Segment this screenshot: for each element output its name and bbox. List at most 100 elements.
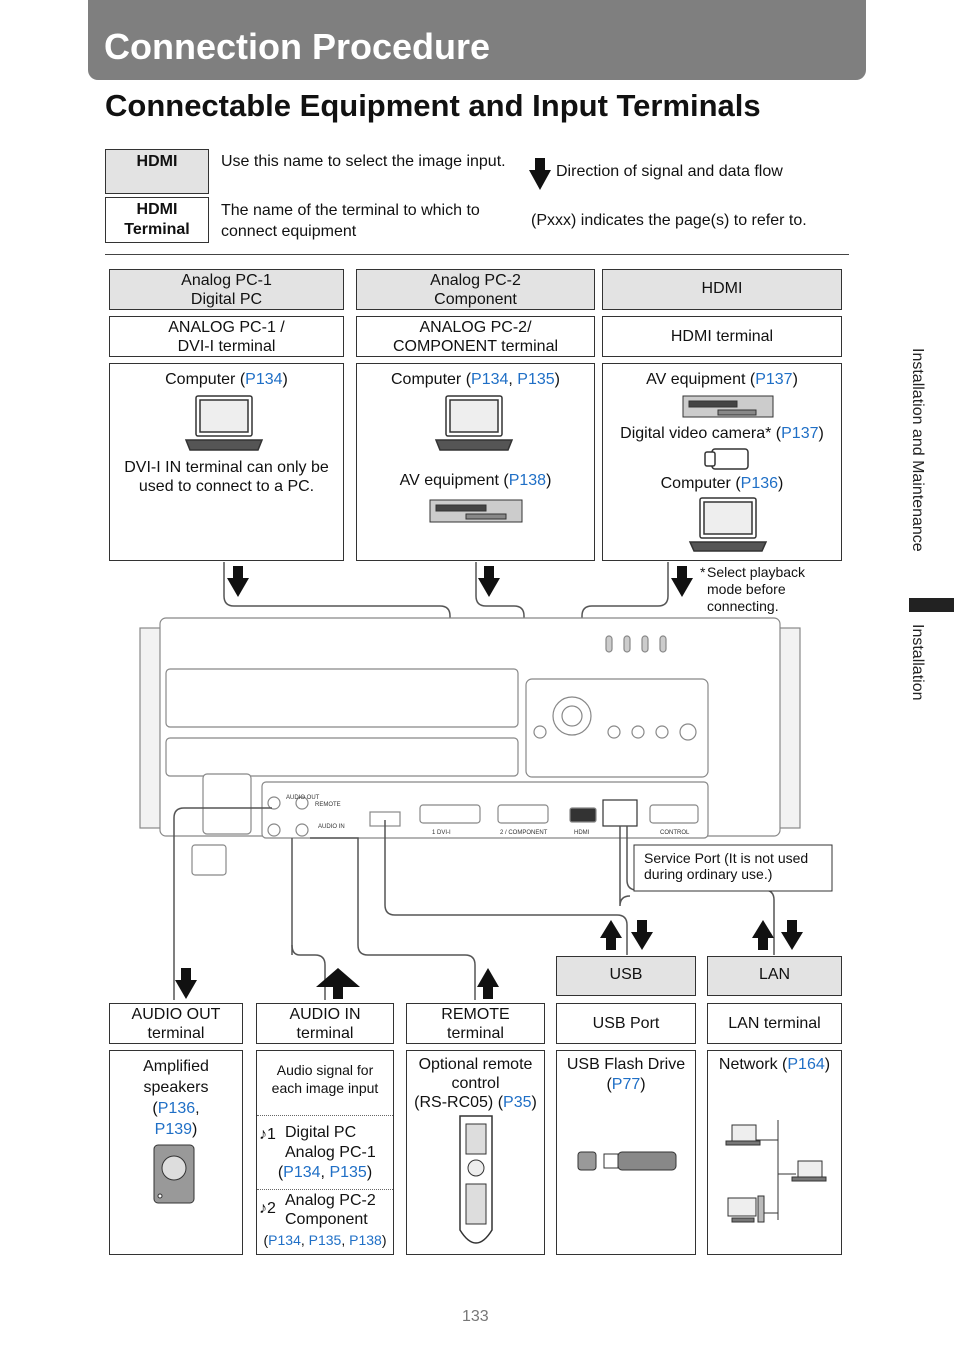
remote-control-icon <box>459 1115 493 1244</box>
device-label-computer: Computer (P134, P135) <box>391 371 560 388</box>
legend-page-ref-desc: (Pxxx) indicates the page(s) to refer to… <box>531 212 807 229</box>
page-link[interactable]: P136 <box>157 1100 196 1117</box>
device-label-usb: USB Flash Drive(P77) <box>566 1056 686 1093</box>
input-name-usb: USB <box>556 956 696 996</box>
legend-arrow-desc: Direction of signal and data flow <box>556 163 783 180</box>
device-label-speakers: Amplified speakers(P136, P139) <box>143 1058 209 1138</box>
device-label-computer: Computer (P134) <box>165 371 288 388</box>
port-label-audio-in: AUDIO IN <box>318 824 345 830</box>
device-label-av: AV equipment (P137) <box>646 371 798 388</box>
up-arrow-icon <box>600 920 622 950</box>
page-link[interactable]: P138 <box>349 1232 382 1248</box>
divider <box>105 254 849 255</box>
device-box-analog-pc2: Computer (P134, P135) AV equipment (P138… <box>356 363 595 561</box>
asterisk: * <box>700 564 706 580</box>
terminal-analog-pc2: ANALOG PC-2/ COMPONENT terminal <box>356 316 595 357</box>
terminal-usb: USB Port <box>556 1003 696 1044</box>
side-tab-section[interactable]: Installation <box>909 624 926 701</box>
device-box-usb: USB Flash Drive(P77) <box>556 1050 696 1255</box>
page-link[interactable]: P135 <box>329 1164 367 1181</box>
up-arrow-icon <box>752 920 774 950</box>
projector-rear-panel <box>139 617 801 876</box>
up-arrow-icon <box>316 968 360 999</box>
page-number: 133 <box>462 1308 489 1325</box>
device-box-hdmi: AV equipment (P137) Digital video camera… <box>602 363 842 561</box>
usb-flash-drive-icon <box>577 1151 677 1171</box>
input-name-lan: LAN <box>707 956 842 996</box>
device-box-audio-in: Audio signal for each image input ♪1 Dig… <box>256 1050 394 1255</box>
device-box-audio-out: Amplified speakers(P136, P139) <box>109 1050 243 1255</box>
legend-name-box: HDMI <box>105 149 209 194</box>
page-link[interactable]: P138 <box>508 472 547 489</box>
page-link[interactable]: P164 <box>787 1056 825 1073</box>
up-arrow-icon <box>477 968 499 999</box>
audio-2-inputs: Analog PC-2 Component <box>285 1192 376 1228</box>
speaker-icon <box>153 1144 195 1204</box>
device-box-remote: Optional remote control (RS-RC05) (P35) <box>406 1050 545 1255</box>
input-name-analog-pc2: Analog PC-2 Component <box>356 269 595 310</box>
service-port-box <box>633 844 833 892</box>
page-link[interactable]: P35 <box>503 1094 532 1111</box>
page-link[interactable]: P137 <box>781 425 819 442</box>
page-link[interactable]: P77 <box>611 1076 641 1093</box>
terminal-remote: REMOTE terminal <box>406 1003 545 1044</box>
service-port-note: Service Port (It is not used during ordi… <box>644 850 809 882</box>
page-link[interactable]: P135 <box>308 1232 342 1248</box>
down-arrow-icon <box>227 566 249 597</box>
down-arrow-icon <box>631 920 653 950</box>
dotted-divider <box>257 1115 393 1116</box>
down-arrow-icon <box>175 968 197 999</box>
legend-name-desc: Use this name to select the image input. <box>221 153 506 170</box>
audio-1-icon: ♪1 <box>259 1126 276 1143</box>
terminal-hdmi: HDMI terminal <box>602 316 842 357</box>
device-label-av: AV equipment (P138) <box>399 472 552 489</box>
page-link[interactable]: P134 <box>471 371 509 388</box>
chapter-banner: Connection Procedure <box>88 0 866 80</box>
device-box-analog-pc1: Computer (P134) DVI-I IN terminal can on… <box>109 363 344 561</box>
legend-terminal-desc: The name of the terminal to which to con… <box>221 202 480 240</box>
device-label-network: Network (P164) <box>718 1056 831 1073</box>
av-equipment-icon <box>429 499 523 523</box>
input-name-hdmi: HDMI <box>602 269 842 310</box>
dotted-divider <box>257 1189 393 1190</box>
device-label-camera: Digital video camera* (P137) <box>620 425 824 442</box>
page-link[interactable]: P139 <box>154 1121 193 1138</box>
terminal-lan: LAN terminal <box>707 1003 842 1044</box>
port-label-control: CONTROL <box>660 830 690 836</box>
select-playback-note: Select playback mode before connecting. <box>707 564 806 614</box>
chapter-title: Connection Procedure <box>104 26 491 67</box>
port-label-dvi: 1 DVI-I <box>432 830 451 836</box>
legend-terminal-box: HDMI Terminal <box>105 197 209 243</box>
terminal-audio-in: AUDIO IN terminal <box>256 1003 394 1044</box>
side-tab-marker <box>909 598 954 612</box>
down-arrow-icon <box>478 566 500 597</box>
page-link[interactable]: P135 <box>517 371 555 388</box>
port-label-remote: REMOTE <box>315 802 341 808</box>
port-label-hdmi: HDMI <box>574 830 590 836</box>
cable-lines <box>223 562 669 810</box>
port-label-component: 2 / COMPONENT <box>500 830 548 836</box>
av-equipment-icon <box>682 395 774 418</box>
device-label-computer: Computer (P136) <box>660 475 784 492</box>
laptop-icon <box>434 395 514 451</box>
video-camera-icon <box>704 448 749 470</box>
laptop-icon <box>184 395 264 451</box>
input-name-analog-pc1: Analog PC-1 Digital PC <box>109 269 344 310</box>
audio-signal-desc: Audio signal for each image input <box>271 1062 379 1096</box>
network-icon <box>725 1120 827 1223</box>
down-arrow-icon <box>781 920 803 950</box>
device-label-remote: Optional remote control (RS-RC05) (P35) <box>414 1056 537 1111</box>
terminal-analog-pc1: ANALOG PC-1 / DVI-I terminal <box>109 316 344 357</box>
page-link[interactable]: P134 <box>283 1164 321 1181</box>
page-link[interactable]: P136 <box>740 475 779 492</box>
side-tab-chapter[interactable]: Installation and Maintenance <box>909 348 926 552</box>
dvi-note: DVI-I IN terminal can only be used to co… <box>124 459 329 495</box>
down-arrow-icon <box>671 566 693 597</box>
device-box-lan: Network (P164) <box>707 1050 842 1255</box>
port-label-audio-out: AUDIO OUT <box>286 795 320 801</box>
page-link[interactable]: P137 <box>755 371 793 388</box>
audio-1-inputs: Digital PC Analog PC-1 <box>285 1124 376 1161</box>
audio-2-icon: ♪2 <box>259 1200 276 1217</box>
page-link[interactable]: P134 <box>268 1232 301 1248</box>
page-link[interactable]: P134 <box>245 371 283 388</box>
